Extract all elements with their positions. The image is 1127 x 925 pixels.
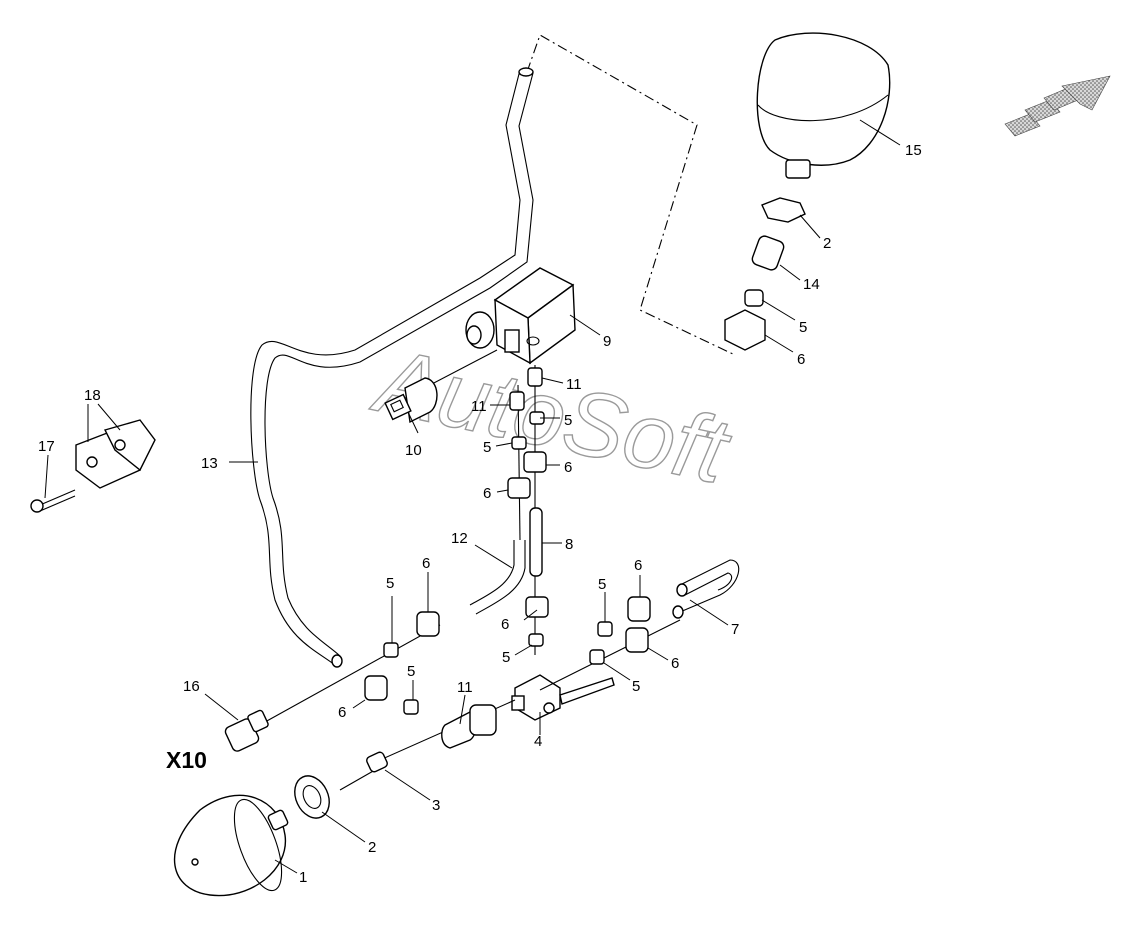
callout-6-block-right: 6: [564, 459, 572, 476]
callout-8: 8: [565, 536, 573, 553]
callout-18: 18: [84, 387, 101, 404]
fitting-3: [366, 751, 388, 773]
accumulator-15: [756, 32, 891, 179]
callout-5-right-bottom: 5: [632, 678, 640, 695]
callout-13: 13: [201, 455, 218, 472]
callout-6-block-left: 6: [483, 485, 491, 502]
tee-valve-4: [511, 674, 615, 721]
callout-6-left-bottom: 6: [338, 704, 346, 721]
callout-5-block-left: 5: [483, 439, 491, 456]
dashed-connection-line: [526, 34, 736, 356]
leader-lines: [44, 119, 901, 874]
callout-12: 12: [451, 530, 468, 547]
callout-11-mid: 11: [471, 398, 487, 415]
valve-block-9: [429, 267, 576, 386]
upper-fittings: [724, 197, 806, 351]
callout-5-left-bottom: 5: [407, 663, 415, 680]
callout-5-right-top: 5: [598, 576, 606, 593]
callout-9: 9: [603, 333, 611, 350]
callout-5-block-right: 5: [564, 412, 572, 429]
connector-10: [384, 377, 438, 424]
bolt-17: [30, 489, 76, 513]
callout-1: 1: [299, 869, 307, 886]
callout-2-lower: 2: [368, 839, 376, 856]
nut-2-lower: [294, 775, 330, 819]
callout-11-top: 11: [566, 376, 582, 393]
callout-10: 10: [405, 442, 422, 459]
callout-11-bottom: 11: [457, 679, 473, 696]
lower-line: [264, 624, 441, 723]
callout-6-right-bottom: 6: [671, 655, 679, 672]
fitting-16: [224, 709, 269, 752]
fittings-row: [364, 596, 651, 749]
pipe-7: [672, 559, 740, 619]
accumulator-1: [173, 794, 289, 897]
fitting-stack: [469, 365, 549, 655]
callout-2-upper: 2: [823, 235, 831, 252]
callout-5-left-top: 5: [386, 575, 394, 592]
group-label: X10: [166, 747, 207, 773]
callout-15: 15: [905, 142, 922, 159]
callout-6-upper: 6: [797, 351, 805, 368]
callout-7: 7: [731, 621, 739, 638]
callout-6-center: 6: [501, 616, 509, 633]
callout-6-right-top: 6: [634, 557, 642, 574]
clamp-18: [75, 419, 156, 489]
callout-17: 17: [38, 438, 55, 455]
callout-16: 16: [183, 678, 200, 695]
callout-4: 4: [534, 733, 542, 750]
callout-labels: 1 2 3 4 15 2 14 5 6 9 11 11 5 5 6 6 10 1…: [38, 142, 922, 886]
callout-14: 14: [803, 276, 820, 293]
callout-6-left-top: 6: [422, 555, 430, 572]
direction-arrow-icon: [1004, 75, 1111, 137]
callout-3: 3: [432, 797, 440, 814]
callout-5-upper: 5: [799, 319, 807, 336]
callout-5-center: 5: [502, 649, 510, 666]
